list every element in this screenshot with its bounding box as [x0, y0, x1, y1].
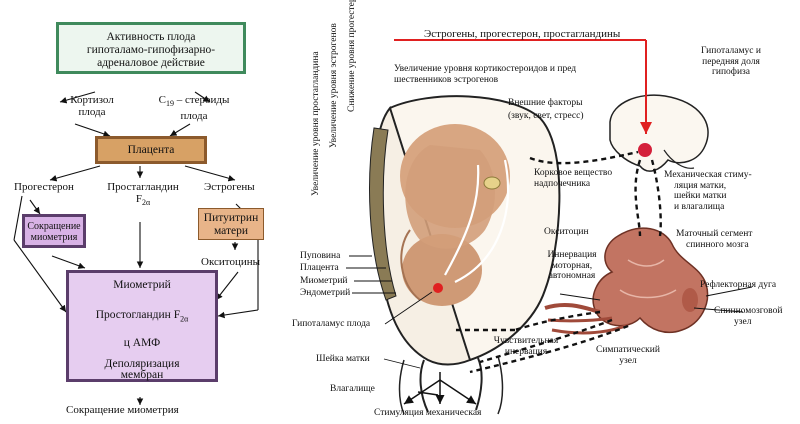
prostaglandin-label: Простагландин F2α: [107, 181, 179, 208]
oxytocin-label: Окситоцин: [544, 227, 589, 237]
sympathetic-node-label: Симпатический узел: [596, 345, 660, 366]
fetal-activity-line-2: гипоталамо-гипофизарно-: [86, 44, 216, 56]
sensory-innervation-label: Чувствительная инервация: [493, 336, 559, 357]
spinal-ganglion-label: Спинномозговой узел: [714, 306, 783, 327]
endometrium-label: Эндометрий: [300, 288, 351, 298]
fetal-activity-line-1: Активность плода: [106, 31, 196, 43]
placenta-box: Плацента: [95, 136, 207, 164]
left-arrows: [13, 91, 259, 405]
c19-steroids-label: C19 – стероиды плода: [158, 94, 230, 123]
progesterone-label: Прогестерон: [14, 181, 74, 193]
mechanical-stimulation-label: Механическая стиму- ляция матки, шейки м…: [664, 170, 752, 212]
uterus-drawing: [369, 95, 561, 415]
motor-innervation-label: Иннервация моторная, автономная: [547, 250, 597, 281]
spinal-cord-drawing: [544, 227, 709, 335]
fetal-hypothalamus-label: Гипоталамус плода: [292, 319, 371, 329]
uterine-segment-label: Маточный сегмент спинного мозга: [676, 229, 753, 250]
red-signal-arrow: [394, 39, 652, 134]
placenta-label: Плацента: [300, 263, 339, 273]
vertical-label-progesterone: Снижение уровня прогестерона: [347, 0, 357, 112]
hypothalamus-drawing: [609, 94, 709, 172]
external-factors-label: Внешние факторы (звук, свет, стресс): [508, 98, 584, 121]
vagina-label: Влагалище: [330, 384, 375, 394]
myometrium-process-box: Миометрий Простогландин F2α ц АМФ Деполя…: [66, 270, 218, 382]
fetal-activity-line-3: адреналовое действие: [97, 57, 205, 69]
myometrium-label: Миометрий: [300, 276, 348, 286]
mechanical-stimulation-bottom: Стимуляция механическая: [374, 408, 482, 418]
adrenal-cortex-label: Корковое вещество надпочечника: [534, 168, 613, 189]
hypothalamus-label: Гипоталамус и передняя доля гипофиза: [701, 46, 761, 77]
reflex-arc-label: Рефлекторная дуга: [700, 280, 777, 290]
oxytocins-label: Окситоцины: [201, 256, 260, 268]
fetal-activity-box: Активность плода гипоталамо-гипофизарно-…: [56, 22, 246, 74]
estrogens-label: Эстрогены: [204, 181, 255, 193]
corticosteroids-line: Увеличение уровня кортикостероидов и пре…: [394, 64, 577, 85]
cervix-label: Шейка матки: [316, 354, 370, 364]
vertical-label-estrogens: Увеличение уровня эстрогенов: [329, 23, 339, 148]
nerve-pathways: [455, 150, 662, 374]
internal-signal-arrows: [444, 159, 509, 283]
myometrium-contraction-result: Сокращение миометрия: [66, 404, 179, 416]
fetal-cortisol-label: Кортизол плода: [70, 94, 114, 118]
leader-lines: [346, 255, 753, 369]
umbilical-cord-label: Пуповина: [300, 251, 341, 261]
hormones-line: Эстрогены, прогестерон, простагландины: [424, 28, 621, 40]
maternal-pituitrin-box: Питуитрин матери: [198, 208, 264, 240]
myometrium-contraction-box: Сокращение миометрия: [22, 214, 86, 248]
vertical-label-prostaglandin: Увеличение уровня простагландина: [311, 51, 321, 196]
stimulation-arrows: [403, 372, 477, 405]
